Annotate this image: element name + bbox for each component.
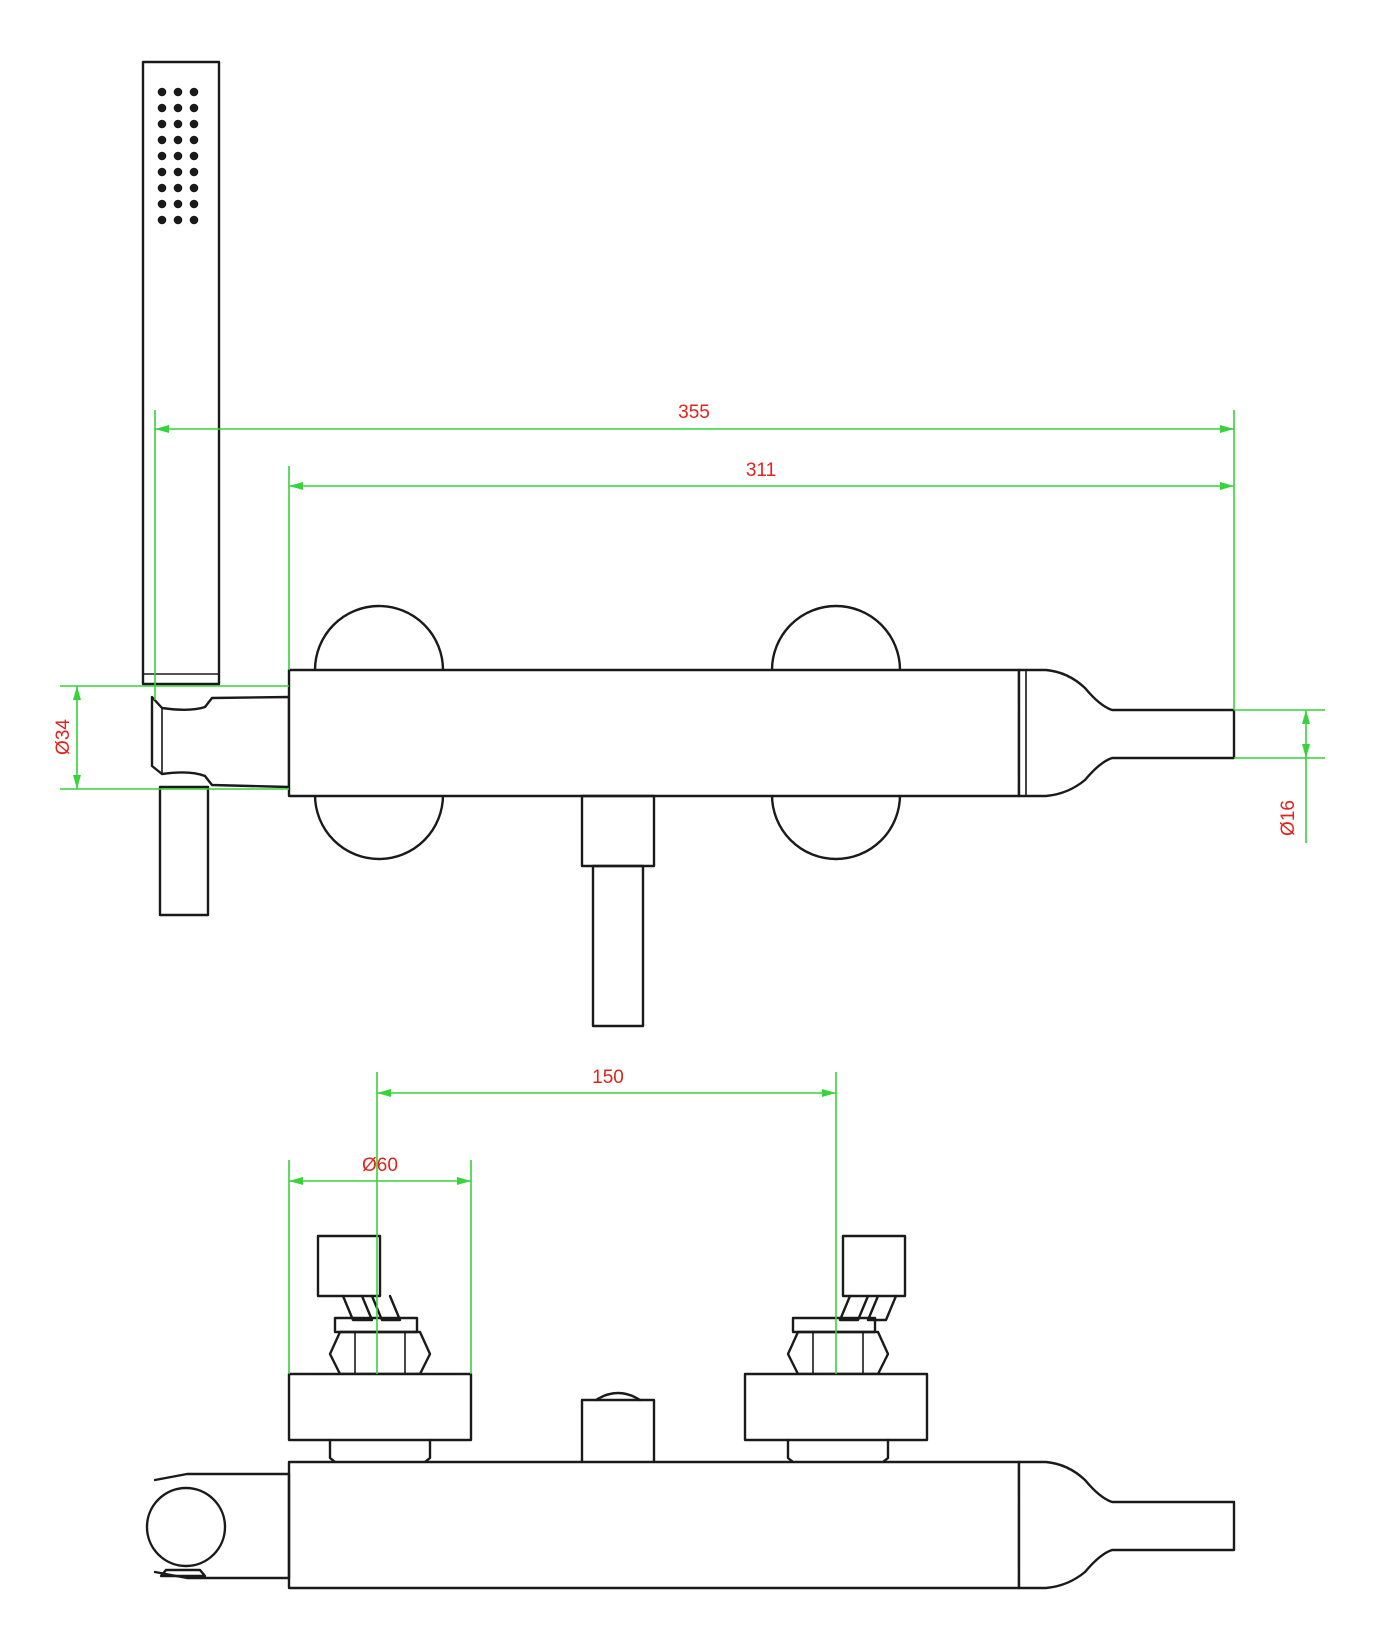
shower-nozzle-dot xyxy=(189,215,199,225)
shower-nozzle-dot xyxy=(173,151,183,161)
shower-nozzle-dot xyxy=(157,167,167,177)
dim-d34-arrow-top xyxy=(73,686,81,700)
shower-holder xyxy=(150,695,291,917)
dimension-lines xyxy=(60,410,1325,1374)
right-valve-block xyxy=(743,1372,929,1442)
dim-311-arrow-left xyxy=(289,482,303,490)
shower-nozzle-dot xyxy=(157,183,167,193)
dim-label-hand-shower-diameter: Ø34 xyxy=(53,719,74,755)
shower-nozzle-dot xyxy=(173,199,183,209)
dim-d60-arrow-left xyxy=(289,1177,303,1185)
shower-nozzle-dot xyxy=(157,87,167,97)
dim-d60-arrow-right xyxy=(457,1177,471,1185)
holder-bracket xyxy=(150,695,291,789)
right-wall-flange-top xyxy=(770,604,902,672)
dim-d34-arrow-bottom xyxy=(73,775,81,789)
dim-355-arrow-left xyxy=(155,425,169,433)
right-handle-stem-2 xyxy=(866,1294,898,1322)
left-wall-flange-bottom xyxy=(313,793,445,861)
center-outlet-cap xyxy=(594,1391,642,1402)
dim-label-handle-spacing: 150 xyxy=(592,1067,624,1088)
shower-nozzle-dot xyxy=(157,151,167,161)
shower-nozzle-dot xyxy=(173,119,183,129)
left-valve-block xyxy=(287,1372,473,1442)
outlet-pipe xyxy=(591,864,645,1028)
shower-nozzle-dot xyxy=(189,183,199,193)
dim-150-arrow-right xyxy=(822,1089,836,1097)
spout-top xyxy=(1017,1460,1236,1590)
hand-shower-body xyxy=(141,60,221,686)
left-nut-top xyxy=(333,1316,419,1334)
shower-nozzle-dot xyxy=(157,199,167,209)
holder-swivel xyxy=(145,1486,227,1568)
shower-nozzle-dot xyxy=(173,135,183,145)
shower-hose-stub xyxy=(158,785,210,917)
shower-nozzle-dot xyxy=(189,87,199,97)
right-handle-lever xyxy=(841,1234,907,1298)
dim-label-wall-flange-diameter: Ø60 xyxy=(362,1155,398,1176)
shower-nozzle-dot xyxy=(157,103,167,113)
shower-nozzle-dot xyxy=(173,87,183,97)
mixer-body xyxy=(287,668,1021,798)
front-view xyxy=(141,60,1236,1028)
holder-swivel-base xyxy=(159,1568,207,1578)
left-handle-lever xyxy=(316,1234,382,1298)
shower-nozzle-dot xyxy=(189,119,199,129)
dim-311-arrow-right xyxy=(1220,482,1234,490)
top-view xyxy=(145,1234,1236,1590)
hand-shower xyxy=(141,60,221,686)
right-handle-stem xyxy=(838,1294,870,1322)
left-handle xyxy=(287,1234,473,1481)
right-nut-top xyxy=(791,1316,877,1334)
shower-nozzle-dot xyxy=(173,183,183,193)
shower-nozzle-dot xyxy=(157,135,167,145)
shower-nozzle-dot xyxy=(157,215,167,225)
left-wall-flange-top xyxy=(313,604,445,672)
shower-nozzle-dot xyxy=(173,215,183,225)
shower-nozzle-dot xyxy=(189,199,199,209)
right-hex-nut xyxy=(786,1330,890,1376)
right-wall-flange-bottom xyxy=(770,793,902,861)
shower-nozzle-dot xyxy=(189,167,199,177)
dim-150-arrow-left xyxy=(377,1089,391,1097)
dim-label-body-length: 311 xyxy=(746,460,776,481)
left-hex-nut xyxy=(328,1330,432,1376)
dim-d16-arrow-top xyxy=(1302,710,1310,724)
shower-nozzle-dot xyxy=(173,103,183,113)
shower-nozzle-dot xyxy=(189,135,199,145)
dimension-labels: 355 311 Ø34 Ø16 150 Ø60 xyxy=(53,402,1299,1176)
dim-d16-arrow-bottom xyxy=(1302,744,1310,758)
spout xyxy=(1017,668,1236,798)
mixer-body-top xyxy=(287,1460,1021,1590)
right-handle xyxy=(743,1234,929,1481)
shower-nozzle-grid xyxy=(157,87,199,225)
dim-label-overall-length: 355 xyxy=(678,402,710,423)
shower-nozzle-dot xyxy=(173,167,183,177)
dim-355-arrow-right xyxy=(1220,425,1234,433)
outlet-connector xyxy=(580,794,656,868)
dim-label-spout-diameter: Ø16 xyxy=(1278,800,1299,836)
shower-nozzle-dot xyxy=(189,151,199,161)
shower-nozzle-dot xyxy=(157,119,167,129)
left-handle-stem xyxy=(341,1294,374,1322)
shower-nozzle-dot xyxy=(189,103,199,113)
